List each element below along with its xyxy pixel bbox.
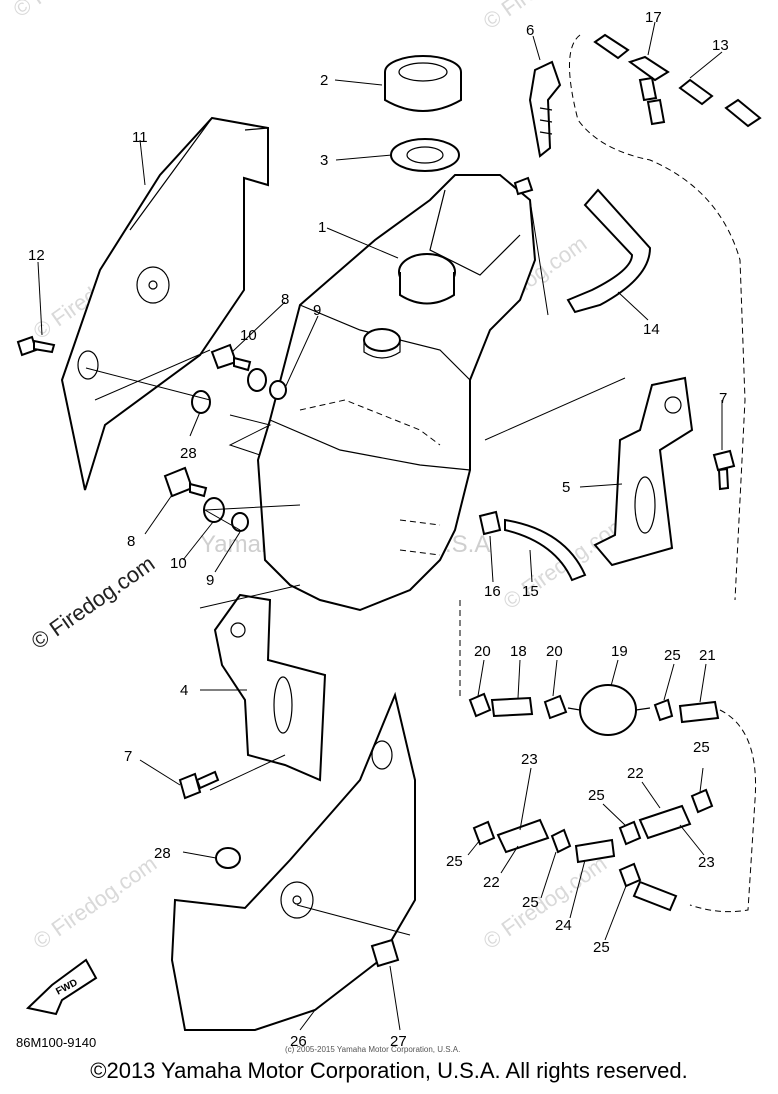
side-cover-26 bbox=[170, 691, 416, 1031]
bolt-7-lower bbox=[178, 770, 220, 800]
callout-27: 27 bbox=[390, 1033, 407, 1050]
callout-8-lower: 8 bbox=[127, 533, 135, 550]
callout-9-lower: 9 bbox=[206, 572, 214, 589]
watermark-7: © Firedog.com bbox=[479, 851, 612, 954]
bolt-27 bbox=[370, 938, 400, 968]
strap-6 bbox=[528, 60, 562, 158]
small-fittings bbox=[472, 788, 714, 912]
small-copyright: (c) 2005-2015 Yamaha Motor Corporation, … bbox=[285, 1045, 460, 1054]
bolt-12 bbox=[16, 335, 56, 357]
bolt-7-upper bbox=[712, 449, 736, 491]
lower-fasteners bbox=[163, 466, 249, 532]
callout-8-upper: 8 bbox=[281, 291, 289, 308]
vent-hoses bbox=[566, 33, 762, 601]
callout-28-lower: 28 bbox=[154, 845, 171, 862]
callout-10-lower: 10 bbox=[170, 555, 187, 572]
bracket-5 bbox=[593, 376, 694, 567]
watermark-2: © Firedog.com bbox=[479, 0, 612, 34]
callout-7-upper: 7 bbox=[719, 390, 727, 407]
cap-2 bbox=[384, 55, 462, 112]
callout-25-d: 25 bbox=[446, 853, 463, 870]
callout-15: 15 bbox=[522, 583, 539, 600]
callout-26: 26 bbox=[290, 1033, 307, 1050]
callouts: 1 2 3 4 5 6 7 7 8 8 9 9 10 10 11 12 13 1… bbox=[28, 9, 729, 1050]
callout-25-a: 25 bbox=[664, 647, 681, 664]
callout-4: 4 bbox=[180, 682, 188, 699]
callout-3: 3 bbox=[320, 152, 328, 169]
side-cover-11 bbox=[60, 116, 269, 491]
gasket-3 bbox=[390, 138, 460, 172]
callout-25-b: 25 bbox=[693, 739, 710, 756]
fuel-tank-1 bbox=[256, 174, 537, 612]
callout-9-upper: 9 bbox=[313, 302, 321, 319]
watermark-1: © Firedog.com bbox=[9, 0, 142, 22]
callout-24: 24 bbox=[555, 917, 572, 934]
callout-28-upper: 28 bbox=[180, 445, 197, 462]
callout-14: 14 bbox=[643, 321, 660, 338]
hose-15-16 bbox=[478, 510, 587, 582]
callout-10-upper: 10 bbox=[240, 327, 257, 344]
callout-23-left: 23 bbox=[521, 751, 538, 768]
upper-fasteners bbox=[191, 343, 287, 414]
leader-lines bbox=[37, 21, 723, 1031]
callout-1: 1 bbox=[318, 219, 326, 236]
drawing-code: 86M100-9140 bbox=[16, 1035, 96, 1050]
callout-17: 17 bbox=[645, 9, 662, 26]
callout-19: 19 bbox=[611, 643, 628, 660]
bracket-4 bbox=[213, 593, 327, 782]
watermark-left-dark: © Firedog.com bbox=[27, 551, 160, 654]
callout-20-left: 20 bbox=[474, 643, 491, 660]
callout-11: 11 bbox=[132, 129, 148, 146]
callout-16: 16 bbox=[484, 583, 501, 600]
watermark-6: © Firedog.com bbox=[29, 851, 162, 954]
washer-28-lower bbox=[215, 847, 241, 869]
callout-5: 5 bbox=[562, 479, 570, 496]
footer-copyright: ©2013 Yamaha Motor Corporation, U.S.A. A… bbox=[90, 1058, 688, 1083]
callout-7-lower: 7 bbox=[124, 748, 132, 765]
fwd-arrow: FWD bbox=[25, 958, 98, 1016]
callout-22-right: 22 bbox=[627, 765, 644, 782]
callout-23-right: 23 bbox=[698, 854, 715, 871]
callout-21: 21 bbox=[699, 647, 716, 664]
callout-25-f: 25 bbox=[593, 939, 610, 956]
callout-25-e: 25 bbox=[522, 894, 539, 911]
callout-13: 13 bbox=[712, 37, 729, 54]
filter-line bbox=[459, 600, 757, 913]
assembly-lines bbox=[85, 199, 626, 936]
callout-18: 18 bbox=[510, 643, 527, 660]
callout-2: 2 bbox=[320, 72, 328, 89]
callout-6: 6 bbox=[526, 22, 534, 39]
callout-22-left: 22 bbox=[483, 874, 500, 891]
callout-12: 12 bbox=[28, 247, 45, 264]
callout-25-c: 25 bbox=[588, 787, 605, 804]
callout-20-right: 20 bbox=[546, 643, 563, 660]
